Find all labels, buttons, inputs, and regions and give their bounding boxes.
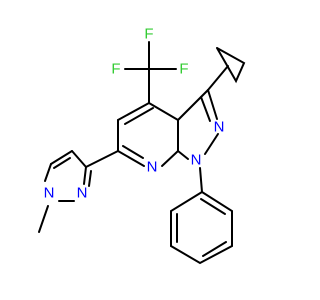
bond — [38, 205, 49, 233]
nitrogen-label: N — [77, 185, 88, 202]
bond — [170, 191, 233, 265]
bond — [71, 150, 87, 168]
chemical-structure: F F F N N N N N — [38, 26, 246, 265]
bond — [148, 102, 179, 121]
bond — [199, 167, 203, 193]
bond — [216, 47, 246, 84]
bond — [177, 150, 189, 160]
bond — [53, 157, 71, 169]
bond — [207, 89, 218, 120]
bond — [85, 150, 119, 168]
bond — [122, 145, 144, 159]
bonds — [38, 41, 246, 265]
bond — [44, 163, 52, 182]
nitrogen-label: N — [147, 159, 158, 176]
bond — [88, 170, 92, 187]
bond — [200, 198, 226, 215]
nitrogen-label: N — [214, 119, 225, 136]
bond — [124, 107, 154, 125]
nitrogen-label: N — [44, 185, 55, 202]
atom-labels: F F F N N N N N — [44, 26, 225, 202]
bond — [200, 96, 211, 122]
bond — [204, 133, 219, 155]
fluorine-label: F — [111, 61, 120, 78]
bond — [177, 89, 209, 121]
fluorine-label: F — [144, 26, 153, 43]
nitrogen-label: N — [191, 152, 202, 169]
bond — [207, 65, 229, 91]
bond — [50, 150, 73, 165]
bond — [117, 150, 145, 167]
bond — [161, 150, 179, 167]
bond — [202, 241, 227, 257]
bond — [83, 166, 87, 185]
fluorine-label: F — [179, 61, 188, 78]
bond — [117, 102, 150, 121]
